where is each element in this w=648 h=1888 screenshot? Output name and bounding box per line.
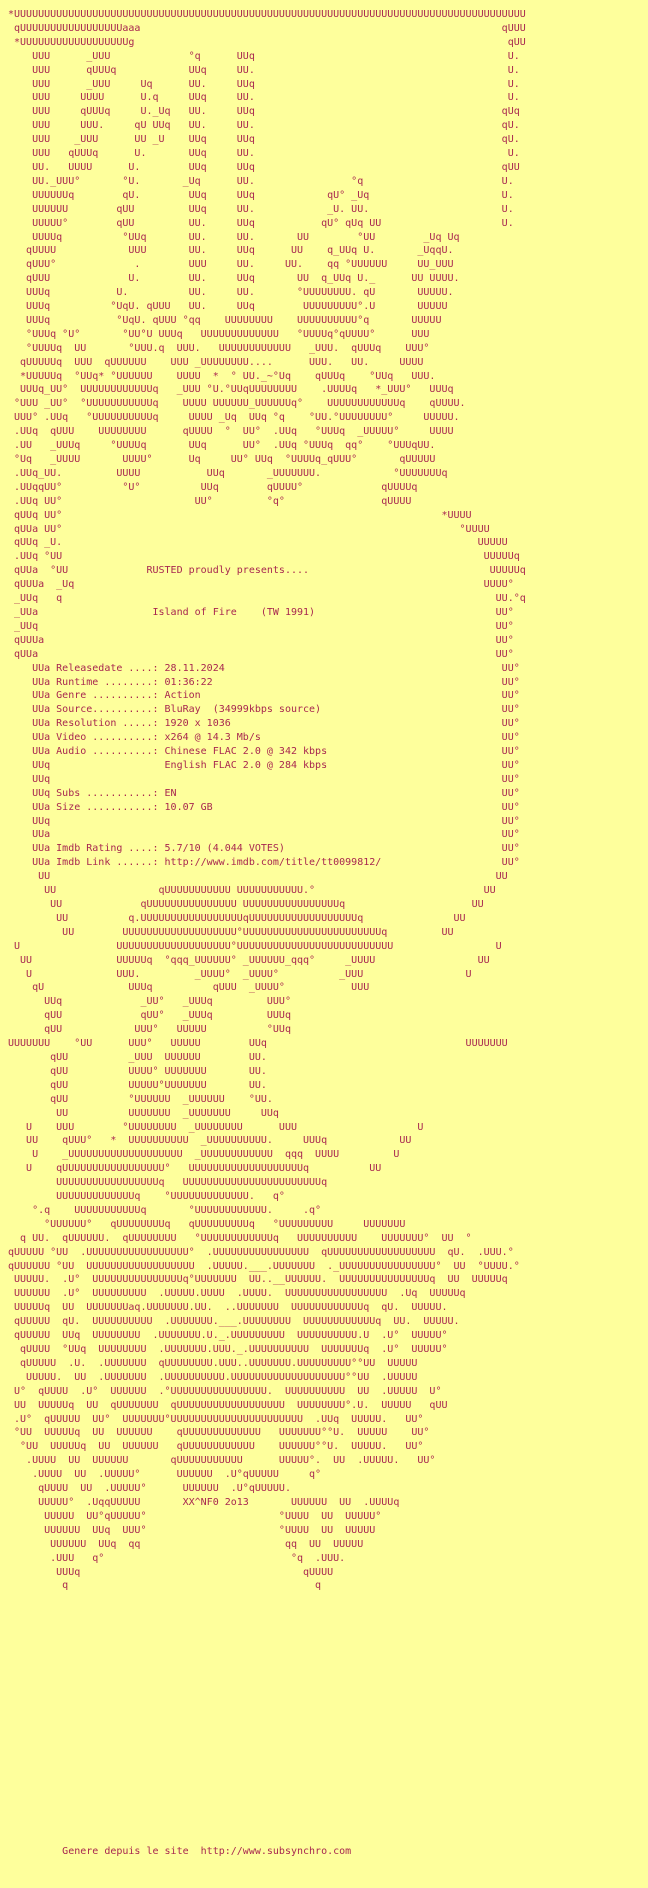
- generator-credit-line: Genere depuis le site http://www.subsync…: [8, 1846, 352, 1858]
- nfo-ascii-art: *UUUUUUUUUUUUUUUUUUUUUUUUUUUUUUUUUUUUUUU…: [8, 9, 526, 1592]
